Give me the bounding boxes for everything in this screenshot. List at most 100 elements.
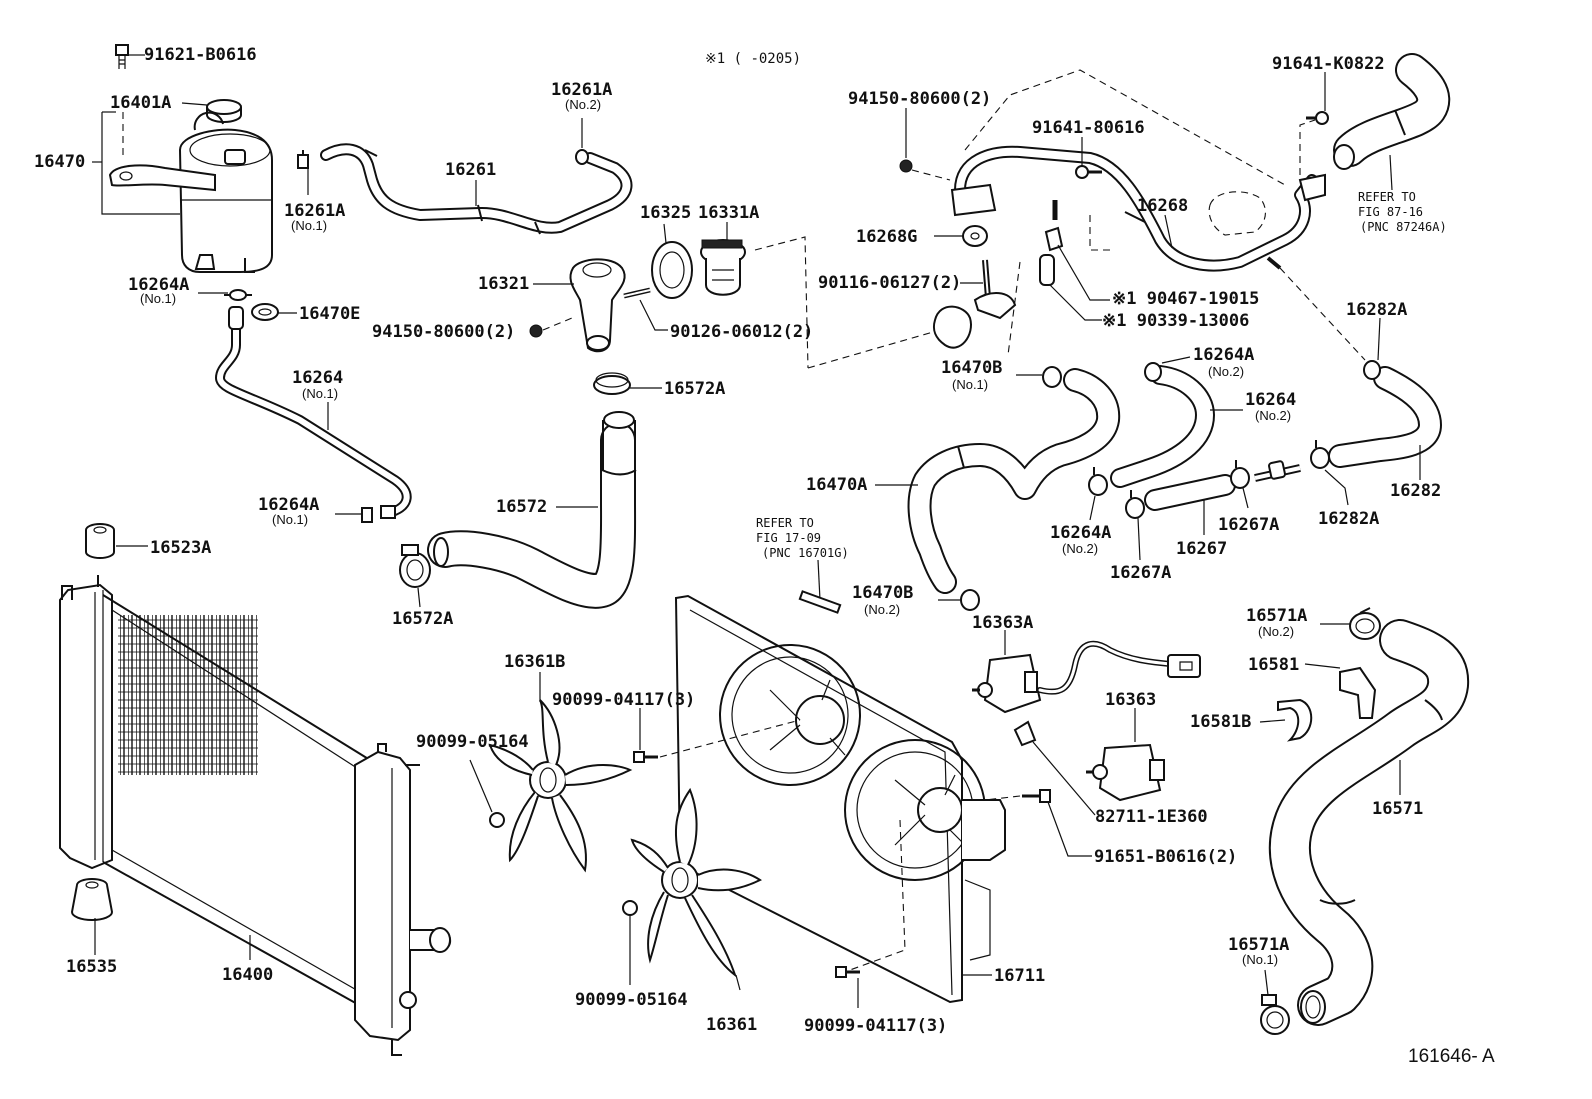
label-16711: 16711 <box>994 966 1045 986</box>
motor-16363A <box>972 640 1201 714</box>
label-16264-no1: 16264 <box>292 368 343 388</box>
label-91651: 91651-B0616(2) <box>1094 847 1237 867</box>
figure-id: 161646- A <box>1408 1046 1495 1067</box>
label-16470A: 16470A <box>806 475 867 495</box>
clip-16470B-no1-icon <box>1042 366 1062 388</box>
label-16325: 16325 <box>640 203 691 223</box>
ref-87-16-line1: REFER TO <box>1358 190 1416 204</box>
ref-87-16-line2: FIG 87-16 <box>1358 205 1423 219</box>
hose-16572 <box>427 411 637 609</box>
label-16361B: 16361B <box>504 652 565 672</box>
hose-16267 <box>1144 474 1236 511</box>
clamp-16572A-bot-icon <box>399 544 431 588</box>
cushion-16523A-icon <box>85 523 115 559</box>
clamp-16581-icon <box>1339 666 1377 719</box>
radiator-16400 <box>59 523 452 1056</box>
fan-16361B <box>488 699 633 873</box>
pipe-fitting-90467-icon <box>1044 226 1064 252</box>
ref-17-09-line3: (PNC 16701G) <box>762 546 849 560</box>
label-16535: 16535 <box>66 957 117 977</box>
label-16523A: 16523A <box>150 538 211 558</box>
label-16267A-right: 16267A <box>1218 515 1279 535</box>
hose-16282 <box>1328 366 1442 468</box>
motor-16363 <box>1086 743 1165 802</box>
fan-shroud-16711 <box>674 594 1006 1004</box>
nut-94150-right-icon <box>899 159 913 173</box>
label-16571A-bot: 16571A <box>1228 935 1289 955</box>
label-16470E: 16470E <box>299 304 360 324</box>
union-connector <box>1254 460 1301 482</box>
label-91641-K0822: 91641-K0822 <box>1272 54 1385 74</box>
bolt-91651-icon <box>1022 789 1051 803</box>
label-16282A-bot: 16282A <box>1318 509 1379 529</box>
label-16571A-bot-sub: (No.1) <box>1242 952 1278 967</box>
label-16470: 16470 <box>34 152 85 172</box>
label-16264A-no2-low-sub: (No.2) <box>1062 541 1098 556</box>
label-16264A-no1-low: 16264A <box>258 495 319 515</box>
label-90467: ※1 90467-19015 <box>1112 289 1259 309</box>
clamp-16571A-bot-icon <box>1260 994 1290 1035</box>
label-16572A-top: 16572A <box>664 379 725 399</box>
label-90099-04117-bot: 90099-04117(3) <box>804 1016 947 1036</box>
label-16264A-no2-top-sub: (No.2) <box>1208 364 1244 379</box>
label-16363: 16363 <box>1105 690 1156 710</box>
clip-16261A-no1-icon <box>297 150 309 169</box>
bolt-91641-K0822-icon <box>1306 111 1329 125</box>
label-16470B-no1-sub: (No.1) <box>952 377 988 392</box>
stud-90116-icon <box>982 259 991 299</box>
label-16571A-top-sub: (No.2) <box>1258 624 1294 639</box>
label-90099-04117-top: 90099-04117(3) <box>552 690 695 710</box>
nut-94150-left-icon <box>529 324 543 338</box>
label-16282: 16282 <box>1390 481 1441 501</box>
label-16571A-top: 16571A <box>1246 606 1307 626</box>
footnote-text: ※1 ( -0205) <box>705 51 801 67</box>
label-16264-no1-sub: (No.1) <box>302 386 338 401</box>
clamp-16572A-top-icon <box>593 372 631 395</box>
radiator-fins <box>118 615 258 775</box>
label-90116: 90116-06127(2) <box>818 273 961 293</box>
pipe-fitting-90339-icon <box>1039 254 1055 286</box>
gasket-16268G-icon <box>962 225 988 247</box>
clip-16264A-low-icon <box>361 507 373 523</box>
label-16401A: 16401A <box>110 93 171 113</box>
label-16581: 16581 <box>1248 655 1299 675</box>
label-16361: 16361 <box>706 1015 757 1035</box>
label-16572: 16572 <box>496 497 547 517</box>
label-90339: ※1 90339-13006 <box>1102 311 1249 331</box>
label-16363A: 16363A <box>972 613 1033 633</box>
label-16400: 16400 <box>222 965 273 985</box>
label-16264A-no1-top: 16264A <box>128 275 189 295</box>
reservoir-cap-icon <box>206 99 242 123</box>
label-16470B-no2: 16470B <box>852 583 913 603</box>
ref-17-09-line2: FIG 17-09 <box>756 531 821 545</box>
label-90126: 90126-06012(2) <box>670 322 813 342</box>
label-16321: 16321 <box>478 274 529 294</box>
label-16264A-no2-low: 16264A <box>1050 523 1111 543</box>
label-16264A-no1-low-sub: (No.1) <box>272 512 308 527</box>
clamp-16571A-top-icon <box>1349 607 1381 640</box>
label-16267: 16267 <box>1176 539 1227 559</box>
label-94150-left: 94150-80600(2) <box>372 322 515 342</box>
hose-16264-no1 <box>215 306 412 519</box>
label-16261A-no1: 16261A <box>284 201 345 221</box>
bolt-90099-04117-top-icon <box>633 751 658 763</box>
label-16264A-no1-top-sub: (No.1) <box>140 291 176 306</box>
label-94150-right: 94150-80600(2) <box>848 89 991 109</box>
cushion-16535-icon <box>70 878 114 921</box>
label-91641-80616: 91641-80616 <box>1032 118 1145 138</box>
label-16581B: 16581B <box>1190 712 1251 732</box>
connector-82711-icon <box>1013 720 1037 747</box>
gasket-16325-icon <box>651 241 693 299</box>
label-16261: 16261 <box>445 160 496 180</box>
label-90099-05164-bot: 90099-05164 <box>575 990 688 1010</box>
label-16264-no2-sub: (No.2) <box>1255 408 1291 423</box>
label-16261A-no2-sub: (No.2) <box>565 97 601 112</box>
reservoir-tank <box>101 44 273 273</box>
label-16268: 16268 <box>1137 196 1188 216</box>
label-82711: 82711-1E360 <box>1095 807 1208 827</box>
clip-16267A-left-icon <box>1125 490 1145 519</box>
label-16268G: 16268G <box>856 227 917 247</box>
nut-90099-05164-bot-icon <box>622 900 638 916</box>
clip-16264A-no2-low-icon <box>1088 467 1108 496</box>
label-16261A-no2: 16261A <box>551 80 612 100</box>
